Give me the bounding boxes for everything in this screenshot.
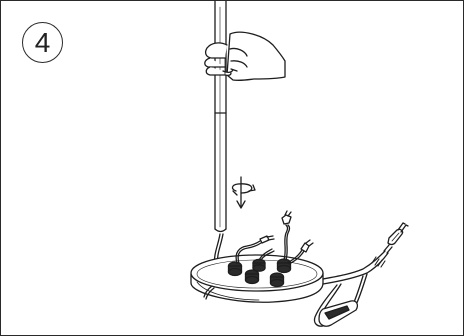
foot-switch [319,301,357,326]
hand-icon [205,32,285,80]
lamp-pole [215,1,226,232]
rotate-arrow-icon [232,177,255,208]
power-plug-icon [384,223,408,253]
